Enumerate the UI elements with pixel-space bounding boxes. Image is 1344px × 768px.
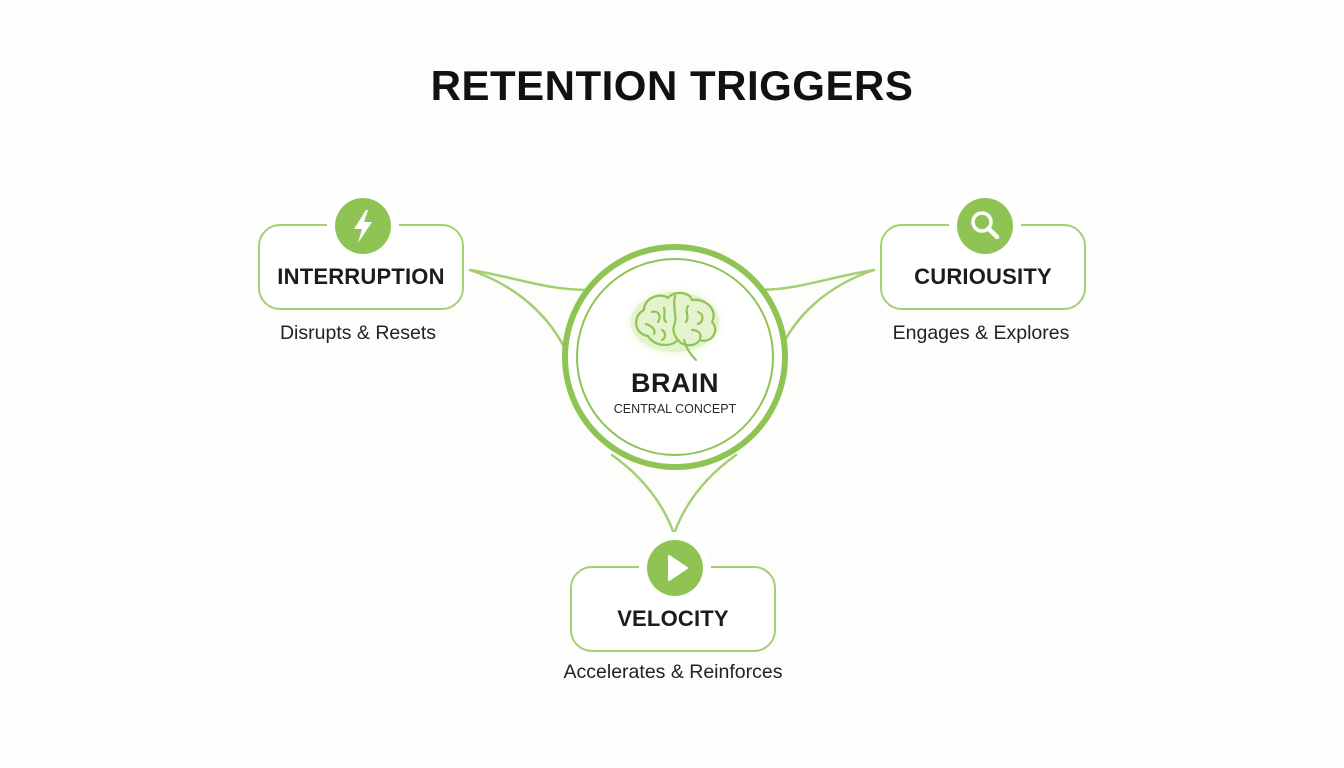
interruption-badge <box>335 198 391 254</box>
node-interruption: INTERRUPTION <box>258 198 464 310</box>
node-label-interruption: INTERRUPTION <box>277 264 445 289</box>
connector-interruption-lower <box>468 268 570 357</box>
brain-icon <box>631 291 719 362</box>
diagram-title: RETENTION TRIGGERS <box>430 62 914 109</box>
node-curiosity: CURIOUSITY <box>880 198 1086 310</box>
connector-interruption-upper <box>468 268 592 292</box>
node-desc-curiosity: Engages & Explores <box>892 322 1070 344</box>
magnifier-icon <box>971 211 1000 240</box>
curiosity-badge <box>957 198 1013 254</box>
play-icon <box>668 555 688 581</box>
node-desc-velocity: Accelerates & Reinforces <box>563 661 783 683</box>
connector-velocity-left <box>610 453 676 536</box>
node-label-curiosity: CURIOUSITY <box>914 264 1052 289</box>
node-velocity: VELOCITY <box>570 540 776 652</box>
center-concept: BRAIN CENTRAL CONCEPT <box>562 244 788 470</box>
node-desc-interruption: Disrupts & Resets <box>279 322 437 344</box>
lightning-bolt-icon <box>354 210 372 243</box>
velocity-badge <box>647 540 703 596</box>
center-title: BRAIN <box>631 368 719 398</box>
center-subtitle: CENTRAL CONCEPT <box>613 402 737 416</box>
connector-velocity-right <box>672 453 738 536</box>
center-inner-ring <box>576 258 774 456</box>
node-label-velocity: VELOCITY <box>617 606 729 631</box>
connector-curiosity-upper <box>754 268 876 292</box>
